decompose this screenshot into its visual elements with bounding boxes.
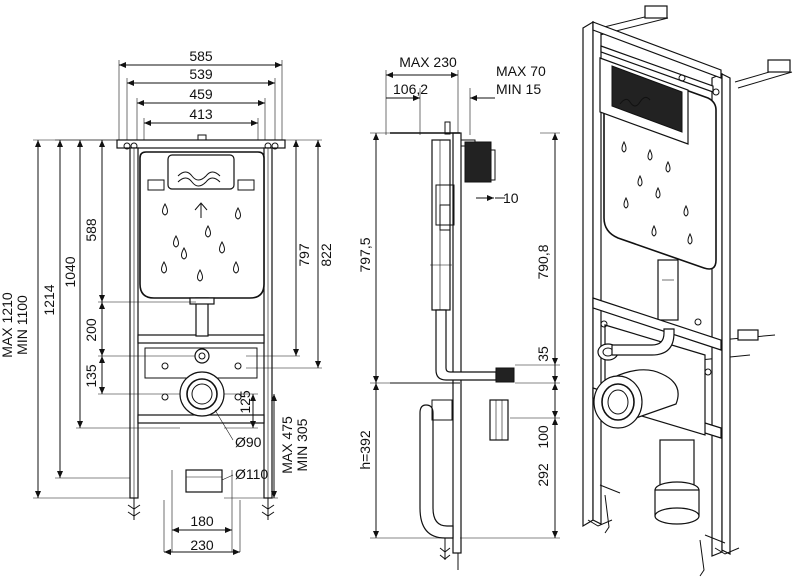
dim-min-305: MIN 305 (294, 418, 310, 471)
dim-106-2: 106,2 (393, 81, 428, 97)
dim-822: 822 (318, 243, 334, 267)
dim-max-1210: MAX 1210 (0, 292, 15, 358)
dim-790-8: 790,8 (535, 244, 551, 279)
dim-1214: 1214 (41, 284, 57, 315)
dim-539: 539 (189, 66, 213, 82)
dim-292: 292 (535, 463, 551, 487)
isometric-view (582, 5, 793, 577)
side-view: MAX 230 106,2 MAX 70 MIN 15 (357, 54, 560, 570)
dim-459: 459 (189, 86, 213, 102)
dim-max-230: MAX 230 (399, 54, 457, 70)
dim-585: 585 (189, 48, 213, 64)
dim-max-70: MAX 70 (496, 63, 546, 79)
dim-min-15: MIN 15 (496, 81, 541, 97)
dim-35: 35 (535, 346, 551, 362)
dim-h-392: h=392 (357, 430, 373, 470)
dim-125: 125 (237, 390, 253, 414)
dim-230: 230 (190, 537, 214, 553)
dim-200: 200 (83, 318, 99, 342)
dim-797: 797 (296, 243, 312, 267)
front-view: 585 539 459 413 (0, 48, 334, 555)
dim-180: 180 (190, 513, 214, 529)
dim-100: 100 (535, 425, 551, 449)
dim-max-475: MAX 475 (279, 416, 295, 474)
dim-d110: Ø110 (235, 466, 268, 482)
dim-413: 413 (189, 106, 213, 122)
dim-797-5: 797,5 (357, 237, 373, 272)
dim-1040: 1040 (62, 256, 78, 287)
dim-min-1100: MIN 1100 (14, 295, 30, 355)
dim-d90: Ø90 (235, 434, 262, 450)
dim-135: 135 (83, 364, 99, 388)
dim-10: 10 (503, 190, 519, 206)
dim-588: 588 (83, 218, 99, 242)
